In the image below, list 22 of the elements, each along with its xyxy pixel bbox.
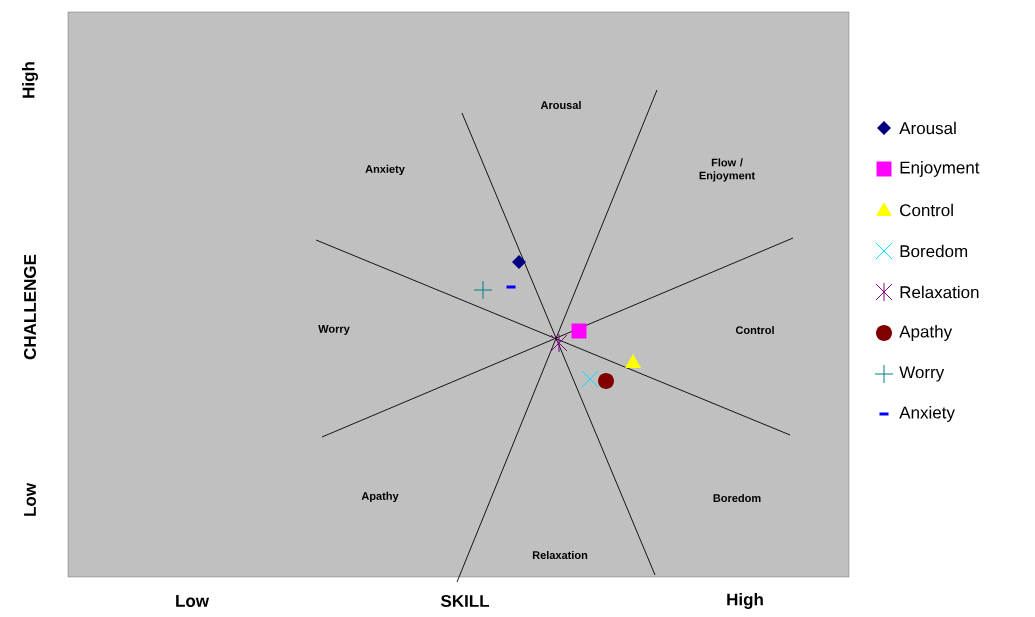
region-label: Arousal [540, 100, 581, 110]
axis-label: Low [176, 595, 210, 607]
region-label: Anxiety [365, 164, 405, 176]
region-label: Apathy [361, 491, 399, 503]
axis-title: CHALLENGE [24, 254, 37, 360]
legend-label: Control [900, 203, 953, 217]
legend-label: Relaxation [900, 285, 979, 299]
region-label: Relaxation [532, 550, 588, 560]
region-label: Boredom [713, 493, 761, 503]
axis-label: Low [24, 482, 36, 516]
axis-label: High [22, 62, 38, 98]
region-label: Control [735, 325, 774, 335]
region-label: Worry [318, 325, 350, 335]
legend-label: Enjoyment [900, 161, 980, 177]
axis-title: SKILL [440, 594, 490, 607]
axis-label: High [727, 593, 763, 609]
legend-label: Worry [899, 366, 945, 382]
legend-label: Apathy [899, 325, 953, 341]
legend-label: Boredom [900, 244, 968, 258]
legend-label: Anxiety [899, 406, 955, 422]
region-label: Flow / Enjoyment [699, 158, 755, 182]
legend-label: Arousal [899, 121, 956, 135]
